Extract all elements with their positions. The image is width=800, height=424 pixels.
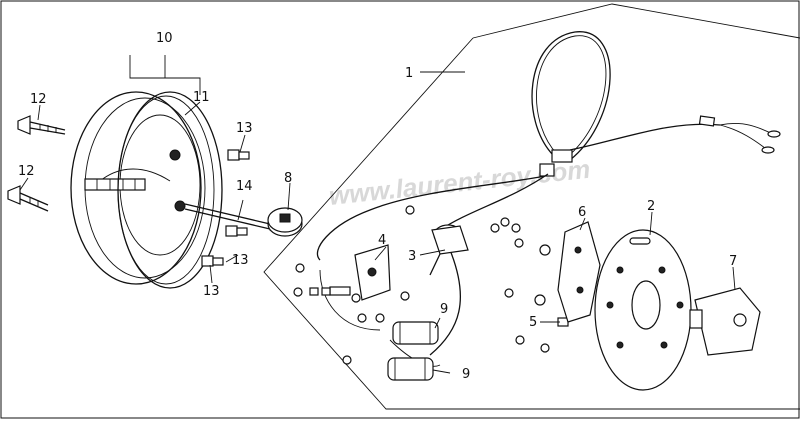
callout-10: 10 [156,31,173,46]
callout-14: 14 [236,179,253,194]
callout-8: 8 [284,171,292,186]
callout-7: 7 [729,254,737,269]
callout-3: 3 [408,249,416,264]
breaker-plate-6 [557,221,601,323]
callout-1: 1 [405,66,413,81]
ignition-coil-9-upper [392,321,439,345]
callout-9-upper: 9 [440,302,448,317]
small-hardware [293,205,569,365]
callout-9-lower: 9 [462,367,470,382]
callout-13-upper: 13 [236,121,253,136]
callout-12-lower: 12 [18,164,35,179]
screw-12-lower [7,185,49,212]
callout-13-middle: 13 [232,253,249,268]
cover-gasket [117,91,223,289]
assembly-boundary-top [472,3,800,39]
condenser-3 [429,224,469,276]
callout-12-upper: 12 [30,92,47,107]
bolt-13-a [227,149,250,161]
grommet-8 [267,207,303,237]
bolt-13-c [201,255,224,267]
rotor-7 [689,287,761,356]
ignition-coil-9-lower [387,357,434,381]
bolt-13-b [225,225,248,237]
callout-13-lower: 13 [203,284,220,299]
contact-breaker-4 [329,244,391,301]
stator-plate-2 [594,229,692,391]
screw-12-upper [17,115,66,135]
callout-4: 4 [378,233,386,248]
callout-6: 6 [578,205,586,220]
callout-11: 11 [193,90,210,105]
callout-2: 2 [647,199,655,214]
assembly-boundary-left [263,37,800,410]
callout-5: 5 [529,315,537,330]
leader-lines [19,55,736,374]
wiring-harness [316,31,781,367]
generator-cover [70,91,206,285]
